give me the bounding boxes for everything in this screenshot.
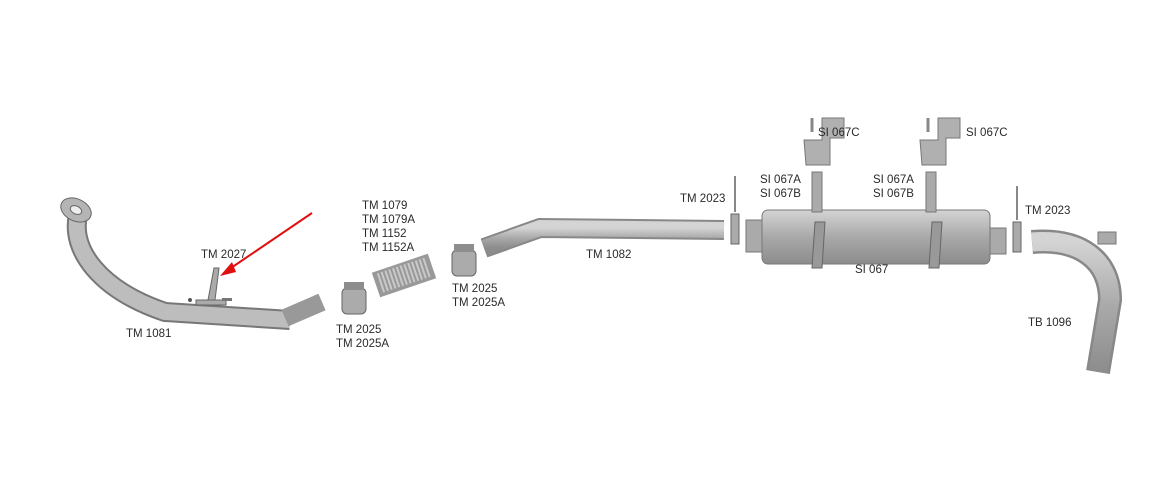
bracket-si067c-left [803,117,845,166]
tailpipe-tb1096 [1031,229,1123,374]
bracket-tm2027 [188,267,232,306]
clamp-right [451,244,477,277]
muffler-si067 [745,171,1007,269]
label-si067c-left: SI 067C [818,127,860,139]
label-hanger-left: SI 067A SI 067B [760,173,801,201]
label-line: SI 067B [873,188,914,200]
label-tb1096: TB 1096 [1028,317,1072,329]
label-si067: SI 067 [855,264,889,276]
label-line: SI 067B [760,188,801,200]
label-line: TM 2025A [452,297,506,309]
bracket-si067c-right [919,117,961,166]
label-line: TM 1079A [362,214,416,226]
label-line: SI 067A [873,174,914,186]
label-tm1082: TM 1082 [586,249,632,261]
label-clamp-left: TM 2025 TM 2025A [336,323,389,351]
label-line: SI 067A [760,174,801,186]
label-line: TM 2025 [336,324,382,336]
label-line: TM 2025 [452,283,498,295]
front-pipe-tm1081 [60,197,326,330]
label-tm2023-left: TM 2023 [680,193,726,205]
clamp-tm2023-left [730,176,740,245]
label-clamp-right: TM 2025 TM 2025A [452,282,505,310]
red-pointer-arrow [220,212,313,276]
intermediate-pipe-tm1082 [480,217,725,258]
label-line: TM 1152A [362,242,415,254]
label-si067c-right: SI 067C [966,127,1008,139]
label-tm2023-right: TM 2023 [1025,205,1071,217]
flex-pipe [371,253,437,298]
clamp-left [341,282,367,315]
label-tm2027: TM 2027 [201,249,247,261]
label-line: TM 1079 [362,200,408,212]
label-line: TM 1152 [362,228,407,240]
label-hanger-right: SI 067A SI 067B [873,173,914,201]
label-line: TM 2025A [336,338,390,350]
label-flex-pipe: TM 1079 TM 1079A TM 1152 TM 1152A [362,199,415,255]
clamp-tm2023-right [1012,186,1022,253]
label-tm1081: TM 1081 [126,328,172,340]
